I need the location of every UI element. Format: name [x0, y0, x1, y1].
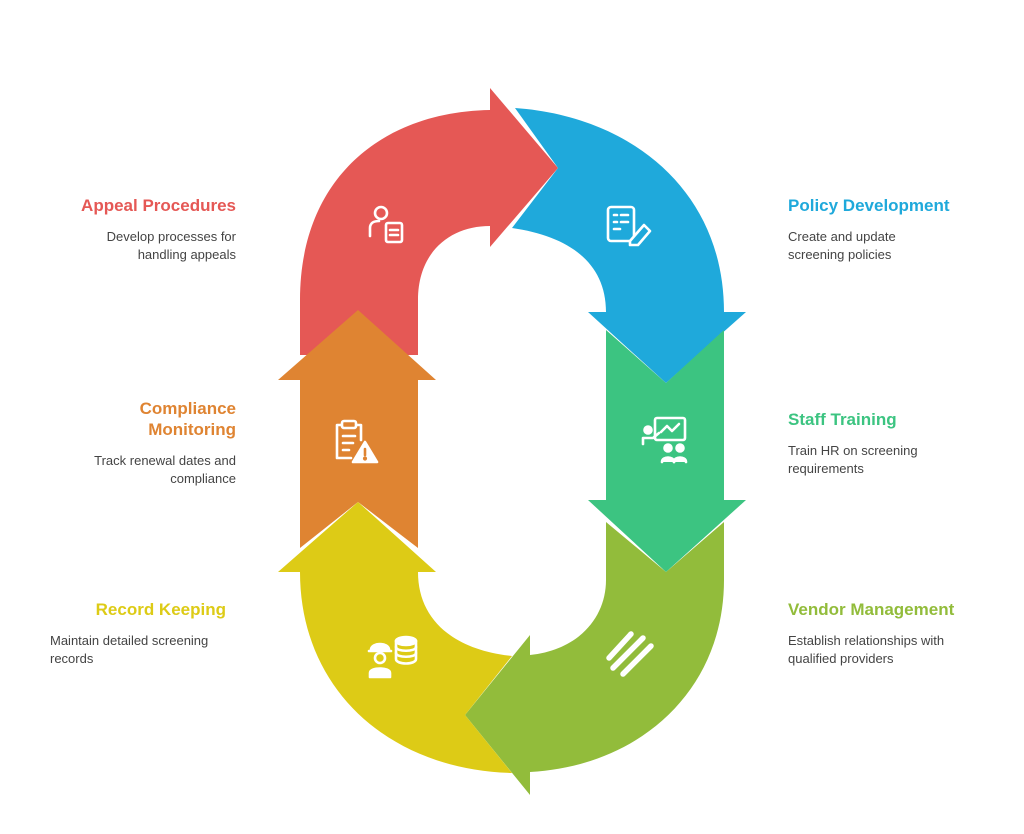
bars-icon — [606, 631, 654, 677]
record-keeping-segment — [278, 502, 512, 773]
worker-database-icon — [367, 635, 418, 679]
record-keeping-title: Record Keeping — [95, 600, 226, 619]
compliance-monitoring-description: Track renewal dates and compliance — [94, 453, 236, 486]
record-keeping-label: Record Keeping Maintain detailed screeni… — [16, 599, 226, 668]
appeal-procedures-segment — [300, 88, 558, 355]
staff-training-description: Train HR on screening requirements — [788, 443, 918, 476]
vendor-management-label: Vendor Management Establish relationship… — [788, 599, 1008, 668]
policy-development-description: Create and update screening policies — [788, 229, 896, 262]
vendor-management-segment — [465, 522, 724, 795]
appeal-procedures-label: Appeal Procedures Develop processes for … — [16, 195, 236, 264]
person-document-icon — [368, 205, 404, 244]
presentation-icon — [641, 416, 688, 464]
compliance-monitoring-label: Compliance Monitoring Track renewal date… — [16, 398, 236, 488]
appeal-procedures-description: Develop processes for handling appeals — [106, 229, 236, 262]
appeal-procedures-title: Appeal Procedures — [81, 196, 236, 215]
vendor-management-title: Vendor Management — [788, 600, 955, 619]
compliance-monitoring-segment — [278, 310, 436, 548]
staff-training-title: Staff Training — [788, 410, 897, 429]
clipboard-warning-icon — [335, 419, 379, 464]
document-pen-icon — [606, 205, 652, 247]
compliance-monitoring-title: Compliance Monitoring — [139, 399, 236, 439]
record-keeping-description: Maintain detailed screening records — [50, 633, 209, 666]
policy-development-label: Policy Development Create and update scr… — [788, 195, 1008, 264]
policy-development-title: Policy Development — [788, 196, 950, 215]
staff-training-label: Staff Training Train HR on screening req… — [788, 409, 1008, 478]
vendor-management-description: Establish relationships with qualified p… — [788, 633, 945, 666]
